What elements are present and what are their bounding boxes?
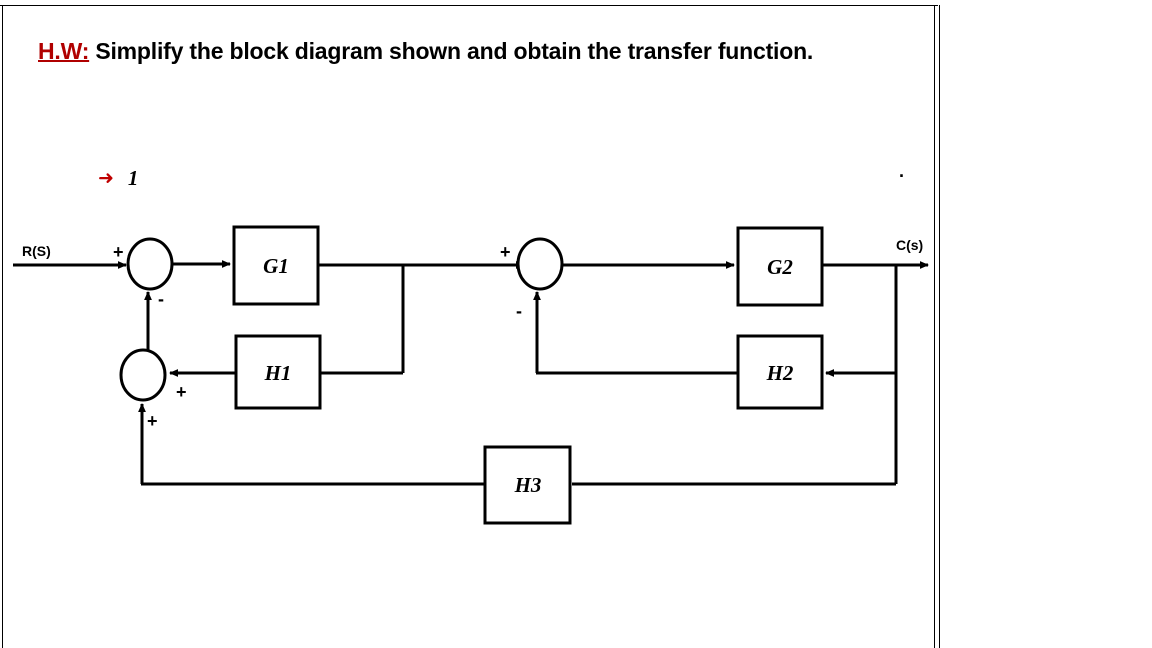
block-G1[interactable]: G1 [232, 225, 320, 306]
input-label-Rs: R(S) [22, 243, 51, 259]
frame-top-rule [0, 5, 938, 6]
frame-left-rule [2, 5, 3, 648]
arrow-bullet-icon: ➜ [98, 167, 114, 189]
summing-junction-2[interactable]: + + [119, 348, 187, 431]
block-H2-label: H2 [766, 361, 794, 385]
block-G2-box[interactable] [736, 226, 824, 307]
block-H1-box[interactable] [234, 334, 322, 410]
homework-tag: H.W: [38, 38, 90, 64]
sum1-sign-plus: + [113, 242, 124, 262]
page-title-text: Simplify the block diagram shown and obt… [89, 38, 814, 64]
output-label-Cs: C(s) [896, 237, 923, 253]
summing-junction-2-circle[interactable] [119, 348, 167, 402]
sum3-sign-plus: + [500, 242, 511, 262]
sum2-sign-plus-right: + [176, 382, 187, 402]
summing-junction-3[interactable]: + - [500, 237, 564, 321]
list-item-label: 1 [127, 166, 139, 190]
summing-junction-3-circle[interactable] [516, 237, 564, 291]
frame-right-rule-1 [934, 5, 935, 648]
block-H2[interactable]: H2 [736, 334, 824, 410]
summing-junction-1-circle[interactable] [126, 237, 174, 291]
block-H1[interactable]: H1 [234, 334, 322, 410]
sum2-sign-plus-bottom: + [147, 411, 158, 431]
block-H2-box[interactable] [736, 334, 824, 410]
block-G1-box[interactable] [232, 225, 320, 306]
block-G2-label: G2 [767, 255, 793, 279]
summing-junction-1[interactable]: + - [113, 237, 174, 309]
block-G1-label: G1 [263, 254, 289, 278]
block-H3-label: H3 [514, 473, 542, 497]
sum1-sign-minus: - [158, 289, 164, 309]
block-H3-box[interactable] [483, 445, 572, 525]
block-H1-label: H1 [264, 361, 292, 385]
frame-right-rule-2 [939, 5, 940, 648]
block-H3[interactable]: H3 [483, 445, 572, 525]
list-item: ➜ 1 [98, 166, 138, 191]
page-title: H.W: Simplify the block diagram shown an… [38, 36, 868, 67]
stray-period-mark: . [899, 161, 905, 181]
block-G2[interactable]: G2 [736, 226, 824, 307]
sum3-sign-minus: - [516, 301, 522, 321]
